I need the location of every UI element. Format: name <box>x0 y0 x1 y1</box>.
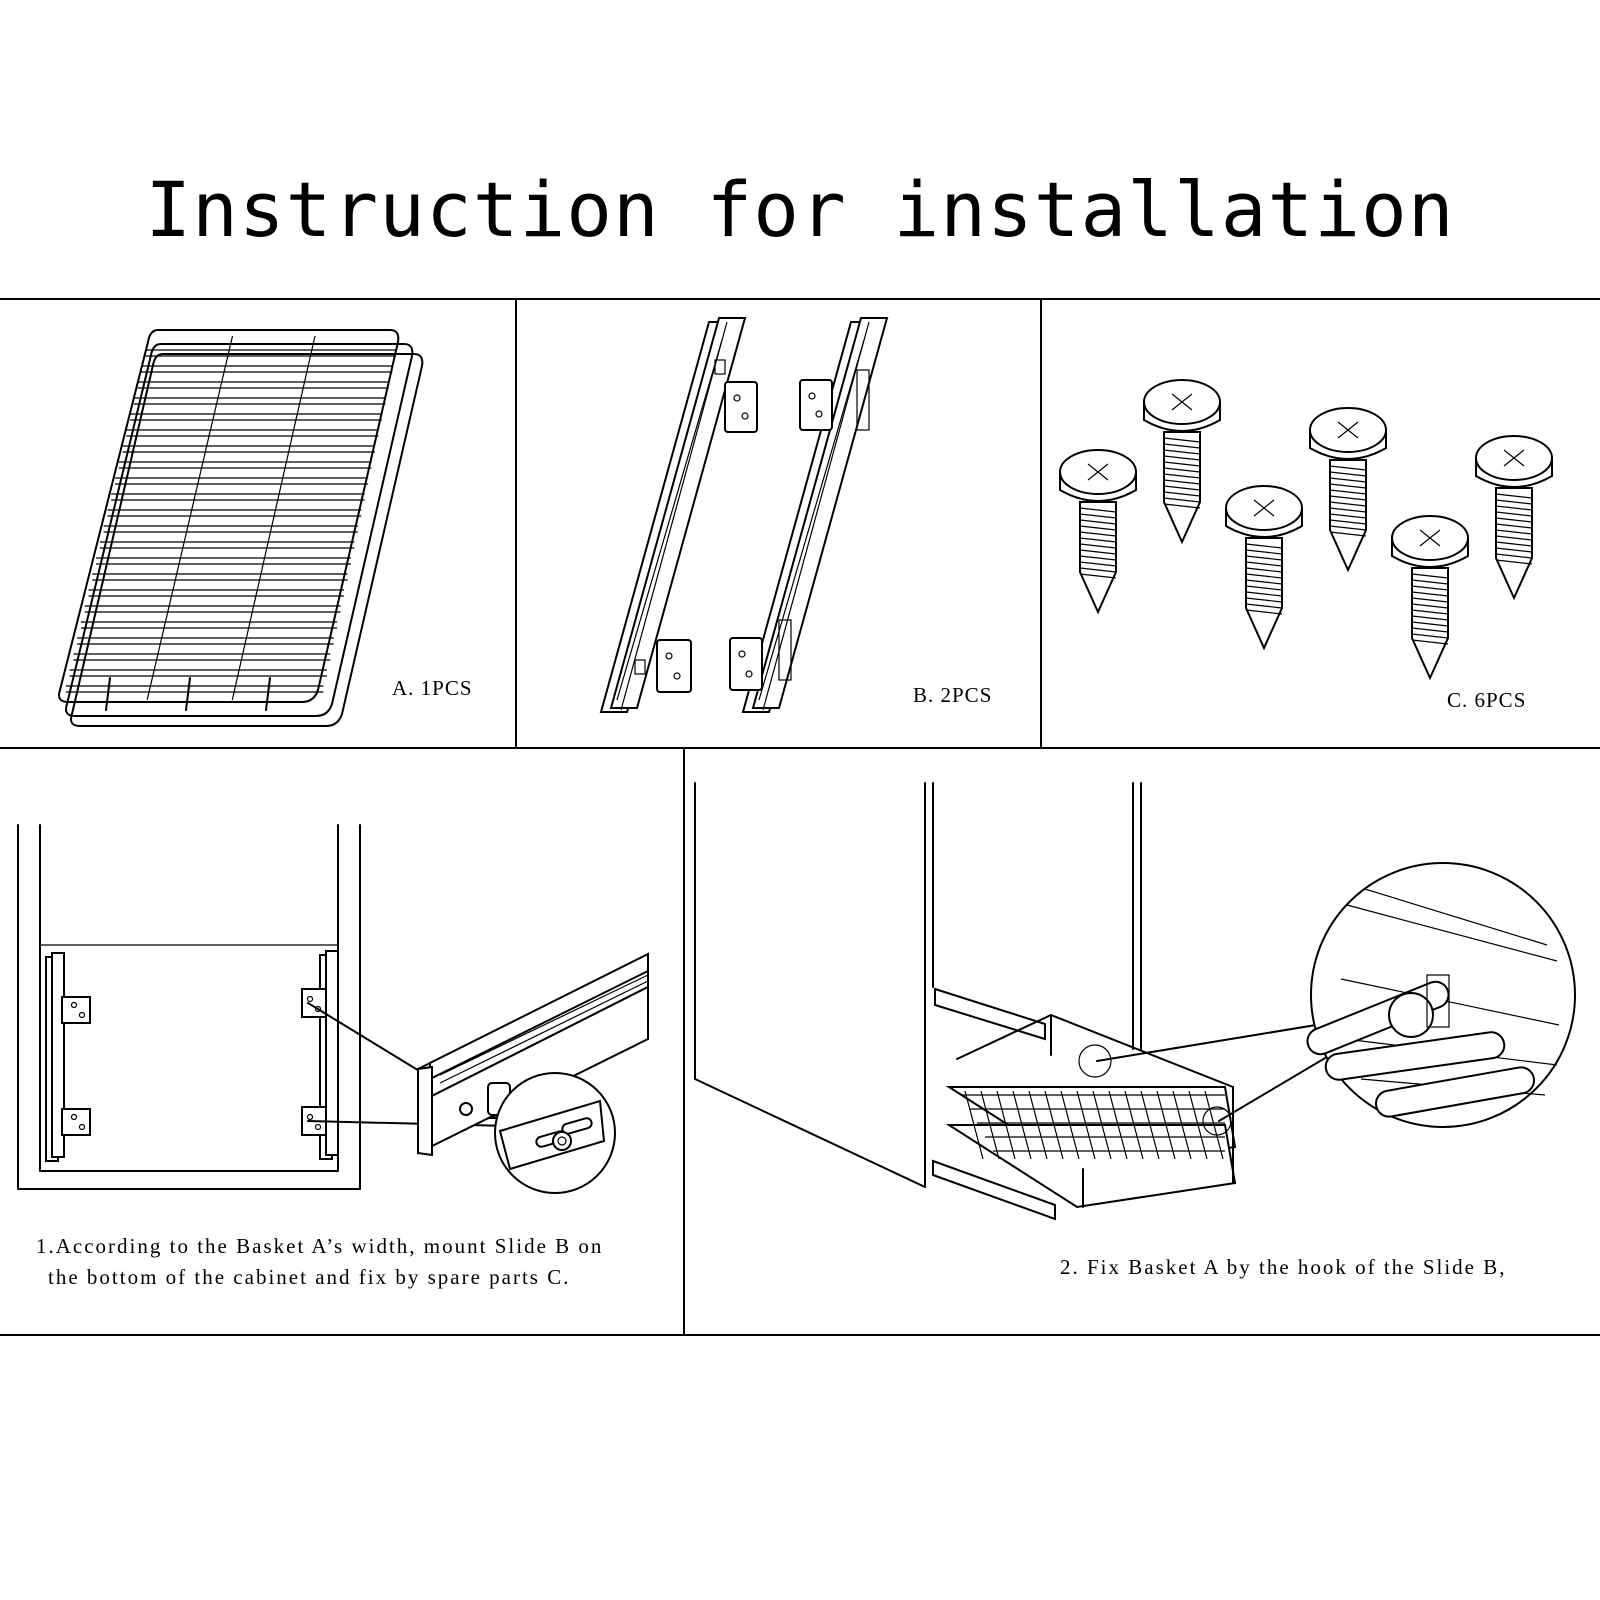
basket-wire <box>1108 1090 1128 1160</box>
basket-foot <box>265 677 271 711</box>
screw-2 <box>1143 379 1221 545</box>
bottom-divider <box>0 1334 1600 1336</box>
part-a-panel <box>0 300 515 747</box>
basket-wire <box>1156 1090 1176 1160</box>
part-c-label: C. 6PCS <box>1447 688 1527 712</box>
step-2-caption: 2. Fix Basket A by the hook of the Slide… <box>1060 1255 1507 1279</box>
basket-divider <box>231 335 316 701</box>
basket-wire <box>1124 1090 1144 1160</box>
basket-wire <box>996 1090 1016 1160</box>
steps-divider <box>683 747 685 1336</box>
screw-6 <box>1475 435 1553 601</box>
basket-wire <box>1012 1090 1032 1160</box>
step-2-panel <box>685 749 1600 1239</box>
basket-wire <box>1172 1090 1192 1160</box>
part-c-panel <box>1042 300 1600 747</box>
step-1-panel <box>0 749 683 1239</box>
basket-wire <box>1060 1090 1080 1160</box>
screw-3 <box>1225 485 1303 651</box>
screw-1 <box>1059 449 1137 615</box>
screw-4 <box>1309 407 1387 573</box>
basket-fixing-diagram <box>694 782 1576 1221</box>
drawer-slide-icon <box>599 317 889 713</box>
part-b-label: B. 2PCS <box>913 683 993 707</box>
top-divider <box>0 298 1600 300</box>
slide-mounting-diagram <box>17 824 649 1194</box>
basket-wire <box>1076 1090 1096 1160</box>
page-title: Instruction for installation <box>145 165 1455 254</box>
basket-wire <box>1188 1090 1208 1160</box>
basket-foot <box>105 677 111 711</box>
basket-wire <box>1044 1090 1064 1160</box>
screw-5 <box>1391 515 1469 681</box>
basket-frame-1 <box>58 329 400 703</box>
middle-divider <box>0 747 1600 749</box>
wire-basket-icon <box>58 329 424 727</box>
basket-frame-3 <box>70 353 424 727</box>
basket-wire <box>1140 1090 1160 1160</box>
parts-divider-1 <box>515 298 517 749</box>
step-1-caption-line-2: the bottom of the cabinet and fix by spa… <box>48 1265 571 1289</box>
part-a-label: A. 1PCS <box>392 676 473 700</box>
basket-wire <box>1092 1090 1112 1160</box>
basket-wire <box>980 1090 1000 1160</box>
step-1-caption-line-1: 1.According to the Basket A’s width, mou… <box>36 1234 604 1258</box>
parts-divider-2 <box>1040 298 1042 749</box>
basket-foot <box>185 677 191 711</box>
basket-frame-2 <box>65 343 414 717</box>
basket-wire <box>1028 1090 1048 1160</box>
basket-wire <box>1204 1090 1224 1160</box>
basket-divider <box>146 335 234 701</box>
basket-wire <box>964 1090 984 1160</box>
screw-icon <box>1059 379 1553 681</box>
part-b-panel <box>517 300 1040 747</box>
